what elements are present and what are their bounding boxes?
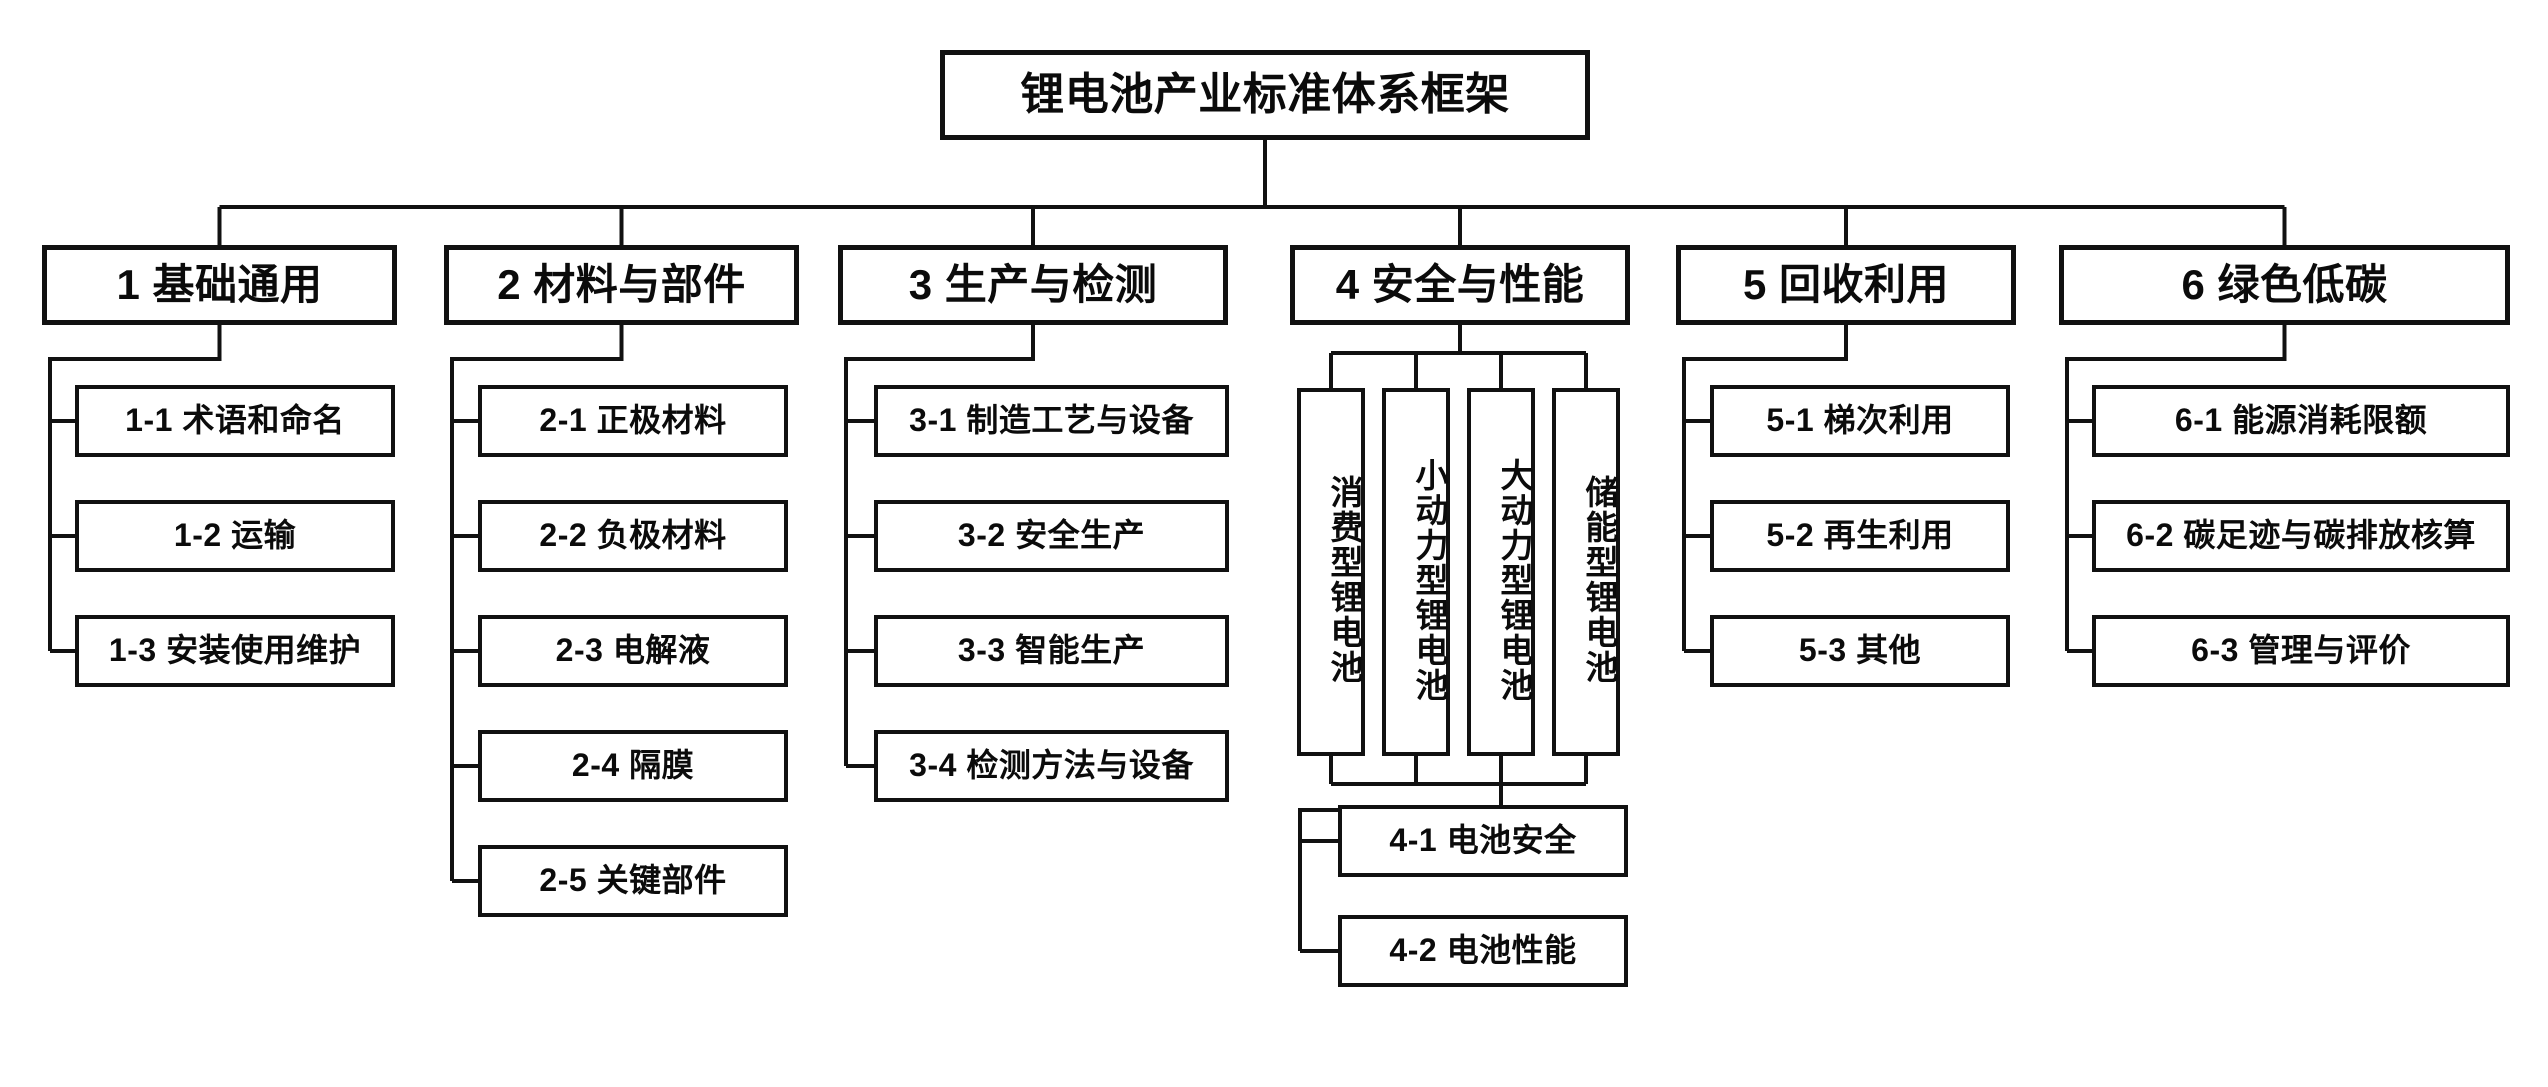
leaf-node-2-5[interactable]: 2-5 关键部件 — [478, 845, 788, 917]
node-label: 6-3 管理与评价 — [2191, 632, 2411, 669]
node-label: 2-5 关键部件 — [539, 862, 727, 899]
node-label: 2 材料与部件 — [497, 261, 746, 309]
node-label: 3 生产与检测 — [908, 261, 1158, 309]
node-label: 消费型锂电池 — [1326, 475, 1363, 685]
connector — [1682, 325, 1848, 651]
leaf-node-2-3[interactable]: 2-3 电解液 — [478, 615, 788, 687]
leaf-node-4-1[interactable]: 4-1 电池安全 — [1338, 805, 1628, 877]
leaf-node-2-1[interactable]: 2-1 正极材料 — [478, 385, 788, 457]
leaf-node-5-2[interactable]: 5-2 再生利用 — [1710, 500, 2010, 572]
node-label: 4-1 电池安全 — [1389, 822, 1577, 859]
node-label: 6-1 能源消耗限额 — [2174, 402, 2428, 439]
node-label: 2-3 电解液 — [555, 632, 711, 669]
leaf-node-1-3[interactable]: 1-3 安装使用维护 — [75, 615, 395, 687]
node-label: 5-3 其他 — [1798, 632, 1922, 669]
leaf-node-4-2[interactable]: 4-2 电池性能 — [1338, 915, 1628, 987]
node-label: 5-1 梯次利用 — [1766, 402, 1954, 439]
node-label: 4-2 电池性能 — [1389, 932, 1577, 969]
branch-node-3[interactable]: 3 生产与检测 — [838, 245, 1228, 325]
node-label: 锂电池产业标准体系框架 — [1020, 70, 1510, 120]
node-label: 储能型锂电池 — [1581, 475, 1618, 685]
leaf-node-6-1[interactable]: 6-1 能源消耗限额 — [2092, 385, 2510, 457]
leaf-node-3-1[interactable]: 3-1 制造工艺与设备 — [874, 385, 1229, 457]
battery-type-node-2[interactable]: 小动力型锂电池 — [1382, 388, 1450, 756]
node-label: 3-2 安全生产 — [957, 517, 1146, 554]
leaf-node-3-4[interactable]: 3-4 检测方法与设备 — [874, 730, 1229, 802]
connector — [2065, 325, 2287, 651]
leaf-node-3-3[interactable]: 3-3 智能生产 — [874, 615, 1229, 687]
node-label: 3-1 制造工艺与设备 — [909, 402, 1194, 439]
node-label: 6-2 碳足迹与碳排放核算 — [2126, 517, 2476, 554]
leaf-node-2-2[interactable]: 2-2 负极材料 — [478, 500, 788, 572]
node-label: 大动力型锂电池 — [1496, 457, 1533, 703]
node-label: 5 回收利用 — [1742, 261, 1950, 309]
node-label: 2-4 隔膜 — [571, 747, 695, 784]
leaf-node-2-4[interactable]: 2-4 隔膜 — [478, 730, 788, 802]
leaf-node-5-1[interactable]: 5-1 梯次利用 — [1710, 385, 2010, 457]
node-label: 3-4 检测方法与设备 — [909, 747, 1194, 784]
branch-node-6[interactable]: 6 绿色低碳 — [2059, 245, 2510, 325]
branch-node-2[interactable]: 2 材料与部件 — [444, 245, 799, 325]
leaf-node-1-2[interactable]: 1-2 运输 — [75, 500, 395, 572]
node-label: 4 安全与性能 — [1335, 261, 1585, 309]
root-node[interactable]: 锂电池产业标准体系框架 — [940, 50, 1590, 140]
leaf-node-6-3[interactable]: 6-3 管理与评价 — [2092, 615, 2510, 687]
branch-node-1[interactable]: 1 基础通用 — [42, 245, 397, 325]
battery-type-node-3[interactable]: 大动力型锂电池 — [1467, 388, 1535, 756]
battery-type-node-4[interactable]: 储能型锂电池 — [1552, 388, 1620, 756]
battery-type-node-1[interactable]: 消费型锂电池 — [1297, 388, 1365, 756]
leaf-node-1-1[interactable]: 1-1 术语和命名 — [75, 385, 395, 457]
node-label: 1-3 安装使用维护 — [108, 632, 362, 669]
leaf-node-5-3[interactable]: 5-3 其他 — [1710, 615, 2010, 687]
branch-node-4[interactable]: 4 安全与性能 — [1290, 245, 1630, 325]
node-label: 2-2 负极材料 — [539, 517, 727, 554]
node-label: 3-3 智能生产 — [957, 632, 1146, 669]
connector — [48, 325, 222, 651]
branch-node-5[interactable]: 5 回收利用 — [1676, 245, 2016, 325]
node-label: 6 绿色低碳 — [2181, 261, 2388, 309]
leaf-node-3-2[interactable]: 3-2 安全生产 — [874, 500, 1229, 572]
node-label: 1-1 术语和命名 — [125, 402, 345, 439]
leaf-node-6-2[interactable]: 6-2 碳足迹与碳排放核算 — [2092, 500, 2510, 572]
node-label: 2-1 正极材料 — [539, 402, 727, 439]
node-label: 1-2 运输 — [173, 517, 297, 554]
node-label: 1 基础通用 — [116, 261, 323, 309]
node-label: 小动力型锂电池 — [1411, 457, 1448, 703]
node-label: 5-2 再生利用 — [1766, 517, 1954, 554]
